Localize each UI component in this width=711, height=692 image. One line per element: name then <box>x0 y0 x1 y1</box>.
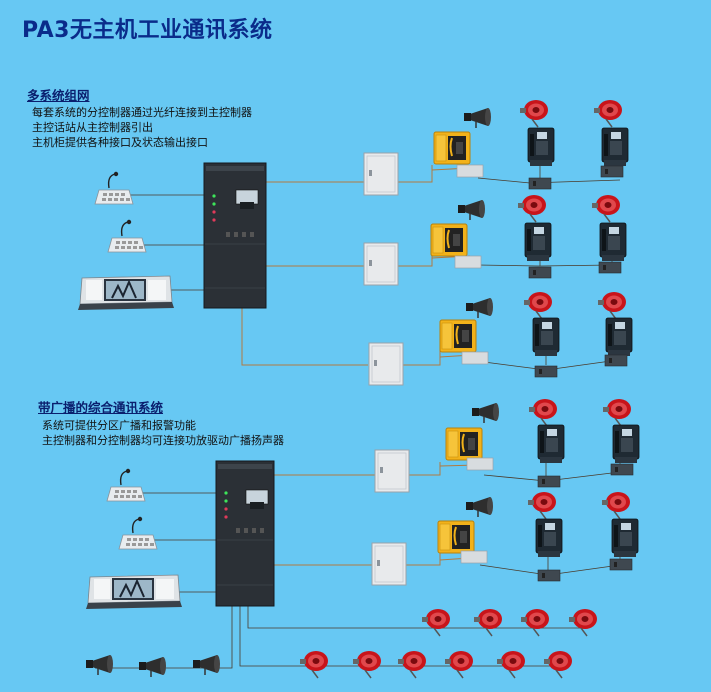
terminal-box-icon <box>454 255 482 269</box>
terminal-box-icon <box>534 365 558 378</box>
horn-speaker-icon <box>192 654 221 676</box>
broadcast-speaker-icon <box>352 650 382 679</box>
explosion-proof-phone-icon <box>537 424 565 464</box>
horn-speaker-icon <box>465 297 494 319</box>
horn-speaker-icon <box>457 199 486 221</box>
horn-speaker-icon <box>471 402 500 424</box>
sub-controller-box <box>371 542 407 586</box>
section1-line: 主控话站从主控制器引出 <box>32 121 153 134</box>
terminal-box-icon <box>456 164 484 178</box>
monitoring-console <box>77 275 175 311</box>
horn-speaker-icon <box>463 107 492 129</box>
explosion-proof-phone-icon <box>535 518 563 558</box>
sub-controller-box <box>368 342 404 386</box>
broadcast-speaker-icon <box>473 608 503 637</box>
broadcast-speaker-icon <box>520 608 550 637</box>
yellow-telephone-icon <box>445 427 483 461</box>
main-controller-cabinet <box>203 162 267 309</box>
section1-line: 每套系统的分控制器通过光纤连接到主控制器 <box>32 106 252 119</box>
page-title: PA3无主机工业通讯系统 <box>22 18 273 43</box>
desk-paging-station <box>118 516 158 550</box>
terminal-box-icon <box>610 463 634 476</box>
section1-title: 多系统组网 <box>27 88 90 103</box>
red-horn-speaker-icon <box>519 99 549 128</box>
desk-paging-station <box>107 219 147 253</box>
link-lines <box>241 165 473 366</box>
section2-line: 主控制器和分控制器均可连接功放驱动广播扬声器 <box>42 434 284 447</box>
terminal-box-icon <box>604 354 628 367</box>
terminal-box-icon <box>537 475 561 488</box>
section2-line: 系统可提供分区广播和报警功能 <box>42 419 196 432</box>
desk-paging-station <box>106 468 146 502</box>
explosion-proof-phone-icon <box>611 518 639 558</box>
broadcast-speaker-icon <box>421 608 451 637</box>
horn-speaker-icon <box>138 656 167 678</box>
explosion-proof-phone-icon <box>532 317 560 357</box>
section1-description: 每套系统的分控制器通过光纤连接到主控制器 主控话站从主控制器引出 主机柜提供各种… <box>32 105 252 150</box>
terminal-box-icon <box>537 569 561 582</box>
terminal-box-icon <box>609 558 633 571</box>
explosion-proof-phone-icon <box>524 222 552 262</box>
horn-speaker-icon <box>465 496 494 518</box>
terminal-box-icon <box>466 457 494 471</box>
explosion-proof-phone-icon <box>601 127 629 167</box>
red-horn-speaker-icon <box>601 491 631 520</box>
link-lines <box>273 462 479 566</box>
broadcast-speaker-icon <box>568 608 598 637</box>
broadcast-speaker-icon <box>299 650 329 679</box>
main-controller-cabinet <box>215 460 275 607</box>
sub-controller-box <box>374 449 410 493</box>
broadcast-speaker-icon <box>496 650 526 679</box>
sub-controller-box <box>363 242 399 286</box>
explosion-proof-phone-icon <box>605 317 633 357</box>
section2-description: 系统可提供分区广播和报警功能 主控制器和分控制器均可连接功放驱动广播扬声器 <box>42 418 284 448</box>
section1-line: 主机柜提供各种接口及状态输出接口 <box>32 136 208 149</box>
device-wires <box>95 459 621 669</box>
red-horn-speaker-icon <box>593 99 623 128</box>
explosion-proof-phone-icon <box>527 127 555 167</box>
terminal-box-icon <box>600 165 624 178</box>
section2-network <box>85 398 640 679</box>
broadcast-speaker-icon <box>543 650 573 679</box>
monitoring-console <box>85 574 183 610</box>
yellow-telephone-icon <box>437 520 475 554</box>
red-horn-speaker-icon <box>591 194 621 223</box>
explosion-proof-phone-icon <box>612 424 640 464</box>
red-horn-speaker-icon <box>523 291 553 320</box>
red-horn-speaker-icon <box>517 194 547 223</box>
desk-paging-station <box>94 171 134 205</box>
broadcast-speaker-icon <box>444 650 474 679</box>
terminal-box-icon <box>461 351 489 365</box>
red-horn-speaker-icon <box>602 398 632 427</box>
section1-network <box>77 99 633 386</box>
terminal-box-icon <box>528 177 552 190</box>
broadcast-speaker-icon <box>397 650 427 679</box>
red-horn-speaker-icon <box>528 398 558 427</box>
yellow-telephone-icon <box>430 223 468 257</box>
horn-speaker-icon <box>85 654 114 676</box>
yellow-telephone-icon <box>433 131 471 165</box>
section2-title: 带广播的综合通讯系统 <box>38 400 164 415</box>
red-horn-speaker-icon <box>527 491 557 520</box>
terminal-box-icon <box>598 261 622 274</box>
explosion-proof-phone-icon <box>599 222 627 262</box>
terminal-box-icon <box>460 550 488 564</box>
sub-controller-box <box>363 152 399 196</box>
red-horn-speaker-icon <box>597 291 627 320</box>
terminal-box-icon <box>528 266 552 279</box>
yellow-telephone-icon <box>439 319 477 353</box>
